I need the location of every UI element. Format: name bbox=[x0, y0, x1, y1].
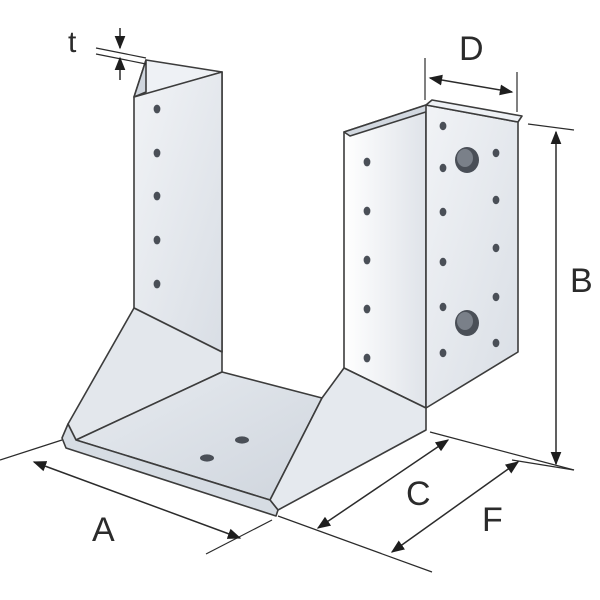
hole-icon bbox=[439, 121, 447, 131]
hole-icon bbox=[153, 104, 161, 114]
dimension-t: t bbox=[68, 26, 147, 80]
dim-t-label: t bbox=[68, 26, 77, 59]
hole-icon bbox=[153, 148, 161, 158]
dim-b-label: B bbox=[570, 262, 593, 300]
hole-icon bbox=[492, 195, 500, 205]
large-hole-highlight bbox=[457, 149, 473, 167]
dim-a-line bbox=[32, 461, 242, 539]
hole-icon bbox=[492, 243, 500, 253]
hole-icon bbox=[439, 163, 447, 173]
dim-b-extension-top bbox=[527, 123, 575, 131]
hole-icon bbox=[492, 292, 500, 302]
hole-icon bbox=[200, 454, 214, 462]
hole-icon bbox=[235, 436, 249, 444]
dim-c-line bbox=[316, 439, 450, 529]
dimension-F: F bbox=[390, 461, 520, 553]
left-upright-edge bbox=[133, 59, 147, 98]
dim-d-label: D bbox=[459, 30, 484, 68]
right-flange-top-lip bbox=[425, 99, 523, 123]
hole-icon bbox=[363, 157, 371, 167]
right-assembly bbox=[343, 99, 523, 412]
hole-icon bbox=[153, 279, 161, 289]
dim-t-extension-bottom bbox=[95, 53, 147, 65]
right-side-face bbox=[343, 104, 427, 409]
hole-icon bbox=[492, 148, 500, 158]
left-upright-face bbox=[133, 71, 223, 353]
hole-icon bbox=[439, 302, 447, 312]
dim-t-extension-top bbox=[95, 47, 147, 59]
dim-f-line bbox=[390, 461, 520, 553]
dim-a-label: A bbox=[92, 511, 115, 549]
hole-icon bbox=[363, 304, 371, 314]
hole-icon bbox=[439, 207, 447, 217]
dim-d-line bbox=[428, 74, 514, 96]
hole-icon bbox=[153, 191, 161, 201]
dim-c-extension-bottom bbox=[277, 515, 433, 573]
dim-f-label: F bbox=[482, 501, 503, 539]
dim-c-extension-top bbox=[429, 431, 575, 471]
dimension-A: A bbox=[0, 439, 273, 555]
left-upright bbox=[133, 59, 223, 357]
dimension-D: D bbox=[424, 30, 518, 112]
dimension-B: B bbox=[511, 123, 593, 471]
hole-icon bbox=[363, 255, 371, 265]
hole-icon bbox=[153, 235, 161, 245]
hole-icon bbox=[439, 348, 447, 358]
large-hole-highlight bbox=[457, 312, 473, 330]
dim-c-label: C bbox=[406, 475, 431, 513]
hole-icon bbox=[492, 338, 500, 348]
hole-icon bbox=[363, 353, 371, 363]
hole-icon bbox=[439, 257, 447, 267]
dim-b-extension-bottom bbox=[511, 459, 575, 471]
hole-icon bbox=[363, 206, 371, 216]
right-flange-holes bbox=[439, 121, 500, 358]
dim-a-extension-left bbox=[0, 439, 63, 461]
